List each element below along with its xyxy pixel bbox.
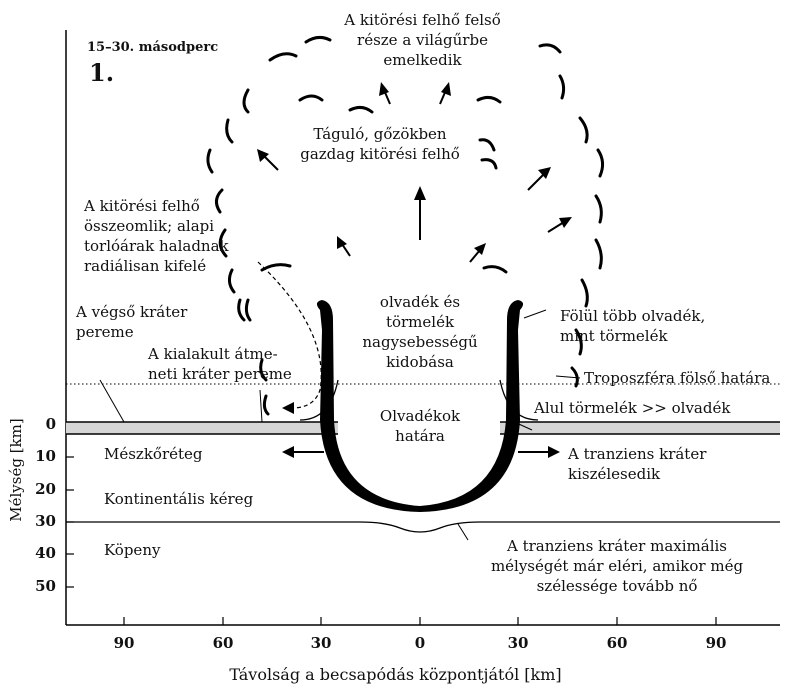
x-tick-label: 60 — [212, 634, 234, 652]
x-axis-title: Távolság a becsapódás központjától [km] — [229, 665, 562, 684]
collapse-leader — [257, 261, 322, 409]
y-tick-label: 30 — [35, 512, 56, 530]
x-tick-label: 30 — [310, 634, 332, 652]
x-tick-label: 30 — [507, 634, 529, 652]
ejection-label: olvadék és törmelék nagysebességű kidobá… — [362, 293, 478, 371]
expanding-cloud-label: Táguló, gőzökben gazdag kitörési felhő — [300, 125, 460, 163]
max-depth-label: A tranziens kráter maximális mélységét m… — [490, 537, 744, 595]
collapse-arrowhead — [282, 402, 294, 414]
limestone-layer — [66, 379, 780, 435]
phase-number: 1. — [89, 58, 115, 87]
moho-boundary — [66, 521, 780, 533]
collapse-label: A kitörési felhő összeomlik; alapi torló… — [84, 197, 229, 275]
limestone-label: Mészkőréteg — [104, 445, 203, 463]
below-debris-label: Alul törmelék >> olvadék — [534, 399, 731, 417]
leader-lines — [99, 309, 581, 541]
melt-boundary-label: Olvadékok határa — [379, 407, 461, 445]
y-tick-label: 50 — [35, 577, 56, 595]
tropopause-label: Troposzféra fölső határa — [584, 369, 771, 387]
y-tick-label: 20 — [35, 480, 56, 498]
y-ticks — [66, 424, 74, 588]
mantle-label: Köpeny — [104, 541, 161, 559]
more-melt-label: Fölül több olvadék, mint törmelék — [560, 307, 706, 345]
transient-rim-label: A kialakult átme- neti kráter pereme — [148, 345, 292, 383]
crust-label: Kontinentális kéreg — [104, 490, 254, 508]
x-tick-label: 60 — [606, 634, 628, 652]
x-tick-label: 0 — [414, 634, 426, 652]
widens-label: A tranziens kráter kiszélesedik — [568, 445, 707, 483]
y-tick-label: 40 — [35, 544, 56, 562]
x-tick-label: 90 — [705, 634, 727, 652]
top-cloud-label: A kitörési felhő felső része a világűrbe… — [344, 11, 501, 69]
x-ticks — [123, 617, 717, 625]
final-rim-label: A végső kráter pereme — [76, 303, 188, 341]
time-label: 15–30. másodperc — [87, 40, 219, 55]
motion-arrows — [257, 82, 572, 458]
eruption-cloud — [206, 35, 605, 416]
x-tick-label: 90 — [113, 634, 135, 652]
y-axis-title: Mélység [km] — [7, 418, 25, 522]
y-tick-label: 0 — [45, 415, 56, 433]
y-tick-label: 10 — [35, 447, 56, 465]
